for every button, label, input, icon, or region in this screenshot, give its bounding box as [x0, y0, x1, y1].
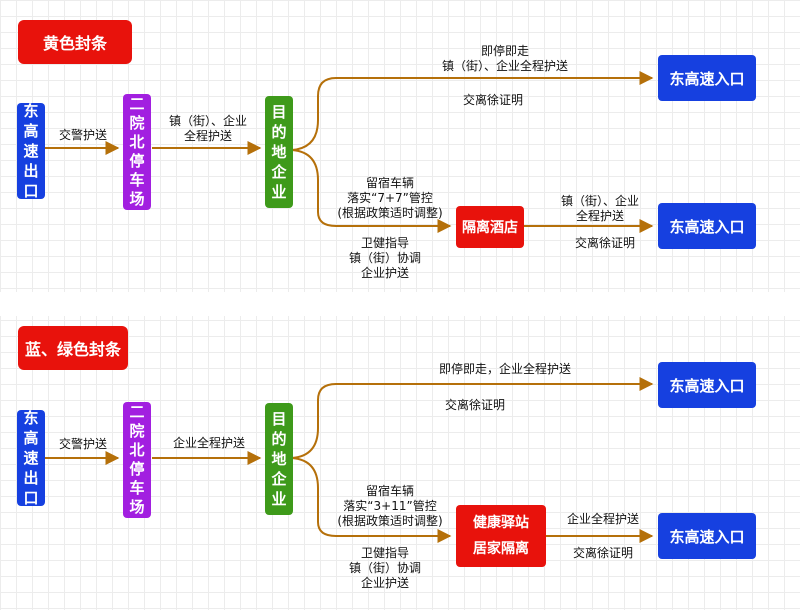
panel1-town-escort-label: 镇（街）、企业全程护送 [168, 114, 247, 143]
panel1-exit-top-node: 东高速入口 [658, 55, 756, 101]
panel2-company-escort-label: 企业全程护送 [172, 436, 245, 450]
panel1-parking-node: 二院北停车场 [123, 94, 151, 210]
panel1-exit-bottom-node: 东高速入口 [658, 203, 756, 249]
panel2-start-node: 东高速出口 [17, 409, 45, 507]
panel2-parking-node: 二院北停车场 [123, 402, 151, 518]
panel2-title: 蓝、绿色封条 [18, 326, 128, 370]
arrow-dest-to-exit-top-2 [291, 377, 654, 459]
panel1-health-label: 卫健指导镇（街）协调企业护送 [348, 236, 421, 280]
panel2-station-escort-label: 企业全程护送 [566, 512, 639, 526]
panel1-top-proof-label: 交离徐证明 [462, 93, 523, 107]
panel2-top-route-label: 即停即走，企业全程护送 [438, 362, 571, 376]
panel2-exit-top-node: 东高速入口 [658, 362, 756, 408]
panel-separator [0, 292, 800, 316]
panel1-escort-label: 交警护送 [58, 128, 107, 142]
panel2-escort-label: 交警护送 [58, 437, 107, 451]
panel1-dest-node: 目的地企业 [265, 96, 293, 208]
panel1-stay-label: 留宿车辆落实“7+7”管控(根据政策适时调整) [337, 176, 443, 220]
panel1-start-node: 东高速出口 [17, 102, 45, 200]
panel2-stay-label: 留宿车辆落实“3+11”管控(根据政策适时调整) [337, 484, 443, 528]
arrow-dest-to-hotel-1 [291, 149, 452, 233]
panel2-health-label: 卫健指导镇（街）协调企业护送 [348, 546, 421, 590]
panel2-top-proof-label: 交离徐证明 [444, 398, 505, 412]
panel2-station-node: 健康驿站居家隔离 [456, 505, 546, 567]
panel2-station-proof-label: 交离徐证明 [572, 546, 633, 560]
panel1-title: 黄色封条 [18, 20, 132, 64]
arrow-dest-to-station-2 [291, 457, 452, 543]
panel1-hotel-node: 隔离酒店 [456, 206, 524, 248]
panel2-exit-bottom-node: 东高速入口 [658, 513, 756, 559]
panel1-hotel-proof-label: 交离徐证明 [574, 236, 635, 250]
arrow-dest-to-exit-top-1 [291, 71, 654, 151]
panel1-top-route-label: 即停即走镇（街）、企业全程护送 [441, 44, 568, 73]
panel1-hotel-escort-label: 镇（街）、企业全程护送 [560, 194, 639, 223]
panel2-dest-node: 目的地企业 [265, 403, 293, 515]
